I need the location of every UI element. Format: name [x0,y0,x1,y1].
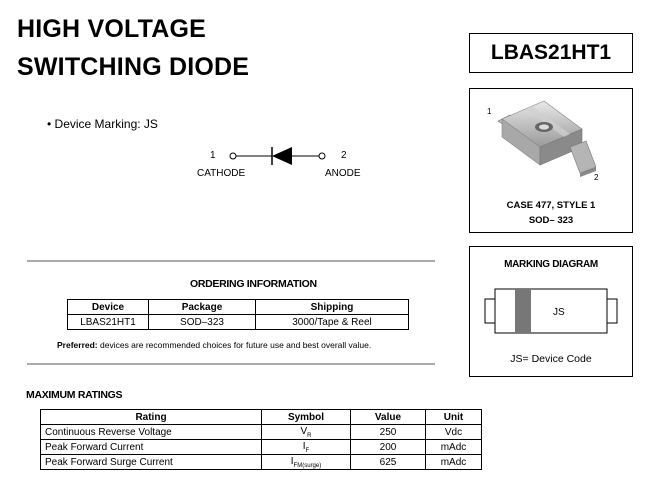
package-pin1-label: 1 [487,107,492,116]
anode-label: ANODE [325,168,361,179]
symbol-subscript: FM(surge) [293,462,322,469]
marking-diagram-heading: MARKING DIAGRAM [504,259,598,270]
rating-cell: Continuous Reverse Voltage [40,424,262,440]
ordering-col-package: Package [148,299,256,315]
ordering-header-row: Device Package Shipping [67,299,409,315]
part-number-box: LBAS21HT1 [469,33,633,73]
cathode-label: CATHODE [197,168,246,179]
max-ratings-header-row: Rating Symbol Value Unit [40,409,482,425]
symbol-cell: IF [261,439,351,455]
case-line-2: SOD– 323 [528,215,574,226]
max-ratings-heading: MAXIMUM RATINGS [26,389,123,401]
case-line-1: CASE 477, STYLE 1 [506,200,596,211]
package-pin2-label: 2 [594,173,599,182]
unit-cell: Vdc [425,424,482,440]
bullet-icon: • [47,117,52,131]
device-marking-bullet: • Device Marking: JS [47,117,158,131]
section-divider-top [27,260,435,262]
preferred-note: Preferred: devices are recommended choic… [57,340,371,350]
table-row: Peak Forward Surge Current IFM(surge) 62… [40,454,482,470]
marking-diagram-box: MARKING DIAGRAM JS JS= Device Code [469,246,633,377]
marking-package-icon [484,288,618,334]
table-row: Peak Forward Current IF 200 mAdc [40,439,482,455]
symbol-letter: I [302,440,306,452]
preferred-text: devices are recommended choices for futu… [97,340,372,350]
preferred-label: Preferred: [57,340,98,350]
rating-cell: Peak Forward Surge Current [40,454,262,470]
ordering-table: Device Package Shipping LBAS21HT1 SOD–32… [67,299,409,330]
unit-cell: mAdc [425,439,482,455]
value-cell: 200 [350,439,426,455]
ordering-shipping-cell: 3000/Tape & Reel [255,314,409,330]
col-value: Value [350,409,426,425]
col-symbol: Symbol [261,409,351,425]
device-marking-text: Device Marking: JS [54,117,158,131]
ordering-col-shipping: Shipping [255,299,409,315]
part-number: LBAS21HT1 [490,41,612,64]
sod323-package-icon [497,100,597,177]
ordering-heading: ORDERING INFORMATION [190,278,317,290]
table-row: Continuous Reverse Voltage VR 250 Vdc [40,424,482,440]
rating-cell: Peak Forward Current [40,439,262,455]
col-unit: Unit [425,409,482,425]
max-ratings-table: Rating Symbol Value Unit Continuous Reve… [40,409,482,470]
marking-code: JS [553,307,565,318]
title-line-1: HIGH VOLTAGE [17,15,206,43]
ordering-package-cell: SOD–323 [148,314,256,330]
document-title: HIGH VOLTAGE SWITCHING DIODE [17,10,249,86]
marking-legend: JS= Device Code [510,353,592,365]
symbol-letter: I [290,455,294,467]
title-line-2: SWITCHING DIODE [17,53,250,81]
pin2-number: 2 [341,150,347,161]
symbol-letter: V [300,425,308,437]
diode-schematic: 1 CATHODE 2 ANODE [195,146,375,186]
ordering-col-device: Device [67,299,149,315]
symbol-cell: IFM(surge) [261,454,351,470]
section-divider-bottom [27,363,435,365]
col-rating: Rating [40,409,262,425]
diode-symbol-icon [229,147,326,165]
symbol-subscript: F [305,447,310,454]
symbol-cell: VR [261,424,351,440]
package-box: 1 2 CASE 477, STYLE 1 SOD– 323 [469,88,633,233]
table-row: LBAS21HT1 SOD–323 3000/Tape & Reel [67,314,409,330]
value-cell: 250 [350,424,426,440]
pin1-number: 1 [210,150,216,161]
unit-cell: mAdc [425,454,482,470]
value-cell: 625 [350,454,426,470]
ordering-device-cell: LBAS21HT1 [67,314,149,330]
symbol-subscript: R [307,432,312,439]
